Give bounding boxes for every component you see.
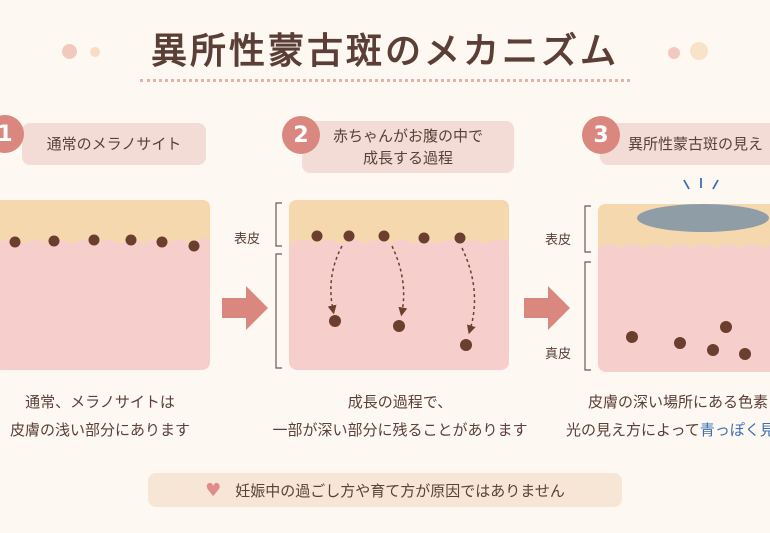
step3-caption-line2-text: 光の見え方によって [566,421,700,439]
melanocyte-deep [460,339,472,351]
melanocyte [9,236,21,248]
panel1-epidermis [0,200,210,244]
panel2-epidermis [289,200,509,244]
footer-note: ♥ 妊娠中の過ごし方や育て方が原因ではありません [148,473,622,507]
melanocyte-deep [739,348,751,360]
panel3-epidermis-label: 表皮 [545,233,572,248]
step2-number-badge: 2 [282,116,320,154]
melanocyte-deep [707,344,719,356]
step3-caption-line1: 皮膚の深い場所にある色素 [588,393,769,411]
melanocyte [311,230,323,242]
melanocyte [48,235,60,247]
step3-caption-blue-text: 青っぽく見 [699,421,770,439]
melanocyte [125,234,137,246]
decor-dot-left-2 [90,47,100,57]
step1-caption-line1: 通常、メラノサイトは [25,393,175,411]
step1-caption: 通常、メラノサイトは 皮膚の浅い部分にあります [0,388,220,444]
page-title: 異所性蒙古斑のメカニズム [150,31,619,72]
panel-1-skin [0,200,210,370]
step2-title-line1: 赤ちゃんがお腹の中で [332,127,483,145]
heart-icon: ♥ [205,479,222,501]
step2-title-line2: 成長する過程 [362,149,453,167]
light-ray [712,179,719,190]
decor-dot-right-1 [668,47,680,59]
title-underline [140,79,630,82]
melanocyte-deep [626,331,638,343]
step3-caption-line2: 光の見え方によって青っぽく見 [566,416,770,444]
panel2-dermis [289,200,509,370]
panel-2-skin [289,200,509,370]
panel-3-skin [598,178,770,372]
decor-dot-left-1 [62,44,77,59]
melanocyte [188,240,200,252]
step3-number: 3 [593,122,609,148]
migration-arrow [391,245,408,317]
step2-caption: 成長の過程で、 一部が深い部分に残ることがあります [250,388,550,444]
flow-arrow-2 [524,286,570,330]
step3-title: 異所性蒙古斑の見え [628,135,764,153]
melanocyte [88,234,100,246]
step3-caption: 皮膚の深い場所にある色素 光の見え方によって青っぽく見 [566,388,770,444]
decor-dot-right-2 [690,42,708,60]
migration-arrow [327,245,343,315]
migration-arrow [461,247,476,335]
melanocyte-deep [393,320,405,332]
panel3-dermis-label: 真皮 [545,347,572,362]
step2-caption-line2: 一部が深い部分に残ることがあります [272,421,528,439]
panel2-epidermis-label: 表皮 [234,232,261,247]
step2-number: 2 [293,122,309,148]
step3-number-badge: 3 [582,116,620,154]
dermis-bracket [584,261,591,371]
blue-gray-patch [637,204,769,232]
melanocyte [454,232,466,244]
dermis-bracket [275,253,282,369]
melanocyte [378,230,390,242]
melanocyte [156,236,168,248]
flow-arrow-1 [222,286,268,330]
step1-title: 通常のメラノサイト [46,135,182,153]
melanocyte [418,232,430,244]
footer-text: 妊娠中の過ごし方や育て方が原因ではありません [235,481,565,500]
epidermis-bracket [275,202,282,247]
epidermis-bracket [584,205,591,253]
melanocyte-deep [674,337,686,349]
melanocyte-deep [329,315,341,327]
step3-title-pill: 異所性蒙古斑の見え [600,123,770,165]
step1-caption-line2: 皮膚の浅い部分にあります [9,421,190,439]
step1-number: 1 [0,121,13,147]
step2-caption-line1: 成長の過程で、 [347,393,453,411]
step2-title-pill: 赤ちゃんがお腹の中で 成長する過程 [302,121,514,173]
melanocyte [343,230,355,242]
light-ray [683,179,690,190]
melanocyte-deep [720,321,732,333]
step1-title-pill: 通常のメラノサイト [22,123,206,165]
